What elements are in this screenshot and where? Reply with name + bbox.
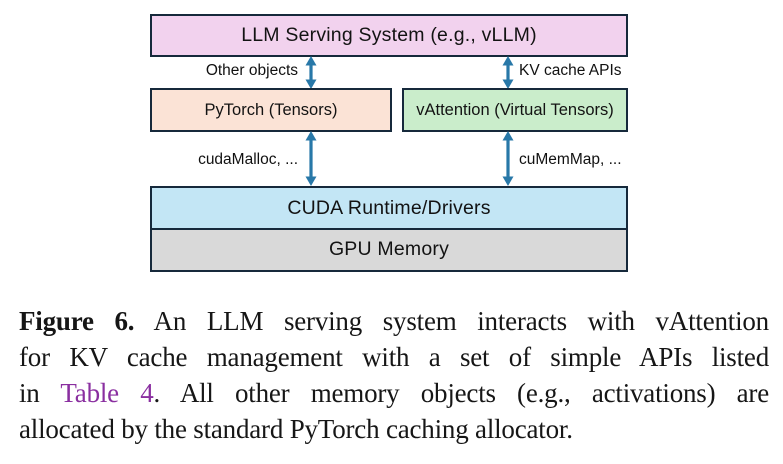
architecture-diagram: LLM Serving System (e.g., vLLM) Other ob… xyxy=(150,14,628,272)
arrow-cudamalloc-icon xyxy=(305,131,317,186)
caption-text-1: An LLM serving system interacts with vAt… xyxy=(134,306,770,336)
edge-label-kv-cache-apis: KV cache APIs xyxy=(519,62,622,79)
cuda-runtime-box: CUDA Runtime/Drivers xyxy=(150,186,628,230)
caption-line-2: for KV cache management with a set of si… xyxy=(19,339,769,375)
edge-label-other-objects: Other objects xyxy=(205,62,298,79)
llm-serving-system-label: LLM Serving System (e.g., vLLM) xyxy=(241,24,537,46)
caption-line-1: Figure 6. An LLM serving system interact… xyxy=(19,303,769,339)
caption-text-3a: in xyxy=(19,378,61,408)
caption-text-4: allocated by the standard PyTorch cachin… xyxy=(19,414,573,444)
vattention-box: vAttention (Virtual Tensors) xyxy=(402,88,628,132)
gpu-memory-label: GPU Memory xyxy=(328,238,450,261)
arrow-cumemmap-icon xyxy=(502,131,514,186)
pytorch-box: PyTorch (Tensors) xyxy=(150,88,392,132)
caption-line-4: allocated by the standard PyTorch cachin… xyxy=(19,411,769,447)
table-4-link[interactable]: Table 4 xyxy=(60,378,154,408)
gpu-memory-box: GPU Memory xyxy=(150,227,628,272)
pytorch-label: PyTorch (Tensors) xyxy=(204,100,338,119)
caption-text-3b: . All other memory objects (e.g., activa… xyxy=(153,378,770,408)
arrow-kv-cache-apis-icon xyxy=(502,56,514,89)
llm-serving-system-box: LLM Serving System (e.g., vLLM) xyxy=(150,14,628,57)
caption-line-3: in Table 4. All other memory objects (e.… xyxy=(19,375,769,411)
edge-label-cumemmap: cuMemMap, ... xyxy=(519,151,622,168)
figure-number-label: Figure 6. xyxy=(19,306,135,336)
caption-text-2: for KV cache management with a set of si… xyxy=(19,342,769,372)
arrow-other-objects-icon xyxy=(305,56,317,89)
figure-caption: Figure 6. An LLM serving system interact… xyxy=(19,303,769,447)
edge-label-cudamalloc: cudaMalloc, ... xyxy=(198,151,298,168)
cuda-runtime-label: CUDA Runtime/Drivers xyxy=(287,196,491,219)
vattention-label: vAttention (Virtual Tensors) xyxy=(416,100,614,119)
